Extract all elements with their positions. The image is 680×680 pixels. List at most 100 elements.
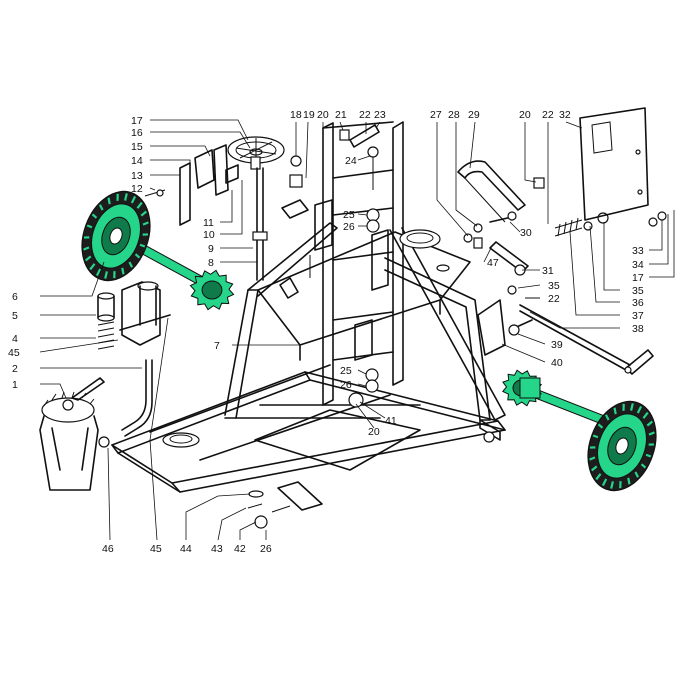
- left-axle-sprocket-hub: [201, 280, 223, 300]
- callout-41: 41: [385, 415, 397, 427]
- callout-37: 37: [632, 310, 644, 322]
- right-wheel-tread: [601, 478, 608, 487]
- callout-40: 40: [551, 357, 563, 369]
- callout-26-top: 26: [343, 221, 355, 233]
- callout-36: 36: [632, 297, 644, 309]
- right-side-parts: [457, 107, 667, 375]
- left-wheel-tread: [128, 261, 134, 268]
- right-wheel-tread: [595, 473, 602, 481]
- callout-20-mid: 20: [368, 426, 380, 438]
- callout-31: 31: [542, 265, 554, 277]
- callout-14: 14: [131, 155, 143, 167]
- right-wheel-tread: [640, 463, 647, 469]
- left-axle-assembly: [81, 190, 235, 311]
- callout-21: 21: [335, 109, 347, 121]
- right-wheel-cap: [615, 437, 629, 455]
- callout-7: 7: [214, 340, 220, 352]
- callout-25-mid: 25: [340, 365, 352, 377]
- right-wheel-tread: [645, 453, 652, 458]
- callout-46: 46: [102, 543, 114, 555]
- callout-labels: 17 16 15 14 13 12 11 10 9 8 18 19 20 21 …: [8, 109, 644, 555]
- right-wheel-tread: [648, 443, 655, 446]
- left-wheel-tread: [91, 213, 98, 219]
- right-wheel-tread: [589, 446, 596, 449]
- right-wheel-tread: [604, 414, 610, 421]
- right-wheel-tread: [592, 434, 599, 439]
- callout-24: 24: [345, 155, 357, 167]
- callout-20-right: 20: [519, 109, 531, 121]
- callout-9: 9: [208, 243, 214, 255]
- right-wheel-tread: [589, 456, 596, 461]
- callout-26-bottom: 26: [260, 543, 272, 555]
- left-wheel-tread: [83, 246, 90, 251]
- callout-8: 8: [208, 257, 214, 269]
- right-wheel-tread: [634, 471, 640, 478]
- callout-33: 33: [632, 245, 644, 257]
- left-wheel-tread: [116, 193, 119, 201]
- right-wheel-tread: [646, 420, 654, 427]
- right-wheel-tread: [627, 477, 631, 485]
- callout-29: 29: [468, 109, 480, 121]
- left-wheel-tread: [136, 201, 143, 209]
- callout-16: 16: [131, 127, 143, 139]
- right-wheel-tread: [597, 423, 604, 429]
- right-wheel-tread: [613, 407, 617, 415]
- left-wheel-tread: [86, 224, 93, 229]
- leader-lines: [39, 119, 675, 541]
- callout-17-right: 17: [632, 272, 644, 284]
- callout-38: 38: [632, 323, 644, 335]
- left-wheel-tread: [107, 197, 111, 205]
- callout-18: 18: [290, 109, 302, 121]
- callout-47: 47: [487, 257, 499, 269]
- right-axle-coupling: [519, 377, 541, 399]
- callout-23: 23: [374, 109, 386, 121]
- left-wheel-tread: [104, 271, 109, 279]
- callout-43: 43: [211, 543, 223, 555]
- callout-1: 1: [12, 379, 18, 391]
- callout-19: 19: [303, 109, 315, 121]
- steering-assembly: [144, 136, 285, 281]
- right-wheel-tread: [619, 481, 622, 489]
- callout-25-top: 25: [343, 209, 355, 221]
- left-wheel-tread: [142, 221, 149, 226]
- right-wheel-tread: [590, 465, 598, 472]
- left-wheel: [81, 190, 151, 282]
- right-wheel-tread: [636, 405, 643, 414]
- left-wheel-tread: [139, 243, 146, 248]
- left-wheel-tread: [123, 193, 128, 201]
- callout-4: 4: [12, 333, 18, 345]
- right-wheel-tread: [629, 403, 634, 411]
- callout-45-bottom: 45: [150, 543, 162, 555]
- callout-22-top: 22: [359, 109, 371, 121]
- callout-22-right: 22: [542, 109, 554, 121]
- callout-5: 5: [12, 310, 18, 322]
- left-wheel-tread: [84, 255, 92, 262]
- right-wheel-tread: [642, 411, 649, 419]
- right-wheel-tread: [610, 481, 615, 489]
- callout-44: 44: [180, 543, 192, 555]
- callout-17-left: 17: [131, 115, 143, 127]
- callout-28: 28: [448, 109, 460, 121]
- callout-27: 27: [430, 109, 442, 121]
- left-wheel-tread: [142, 233, 149, 236]
- left-wheel-tread: [89, 263, 96, 271]
- right-wheel-tread: [648, 431, 655, 436]
- left-wheel-tread: [113, 271, 116, 279]
- right-axle-assembly: [502, 369, 657, 492]
- callout-39: 39: [551, 339, 563, 351]
- bottom-small-parts: [247, 481, 323, 529]
- callout-22-mid: 22: [548, 293, 560, 305]
- callout-12: 12: [131, 183, 143, 195]
- callout-35-right: 35: [632, 285, 644, 297]
- callout-13: 13: [131, 170, 143, 182]
- callout-45-left: 45: [8, 347, 20, 359]
- callout-42: 42: [234, 543, 246, 555]
- left-wheel-tread: [130, 195, 137, 204]
- left-wheel-cap: [109, 227, 123, 245]
- callout-35-mid: 35: [548, 280, 560, 292]
- callout-15: 15: [131, 141, 143, 153]
- left-wheel-tread: [121, 267, 125, 275]
- left-wheel-tread: [98, 204, 104, 211]
- left-wheel-tread: [83, 236, 90, 239]
